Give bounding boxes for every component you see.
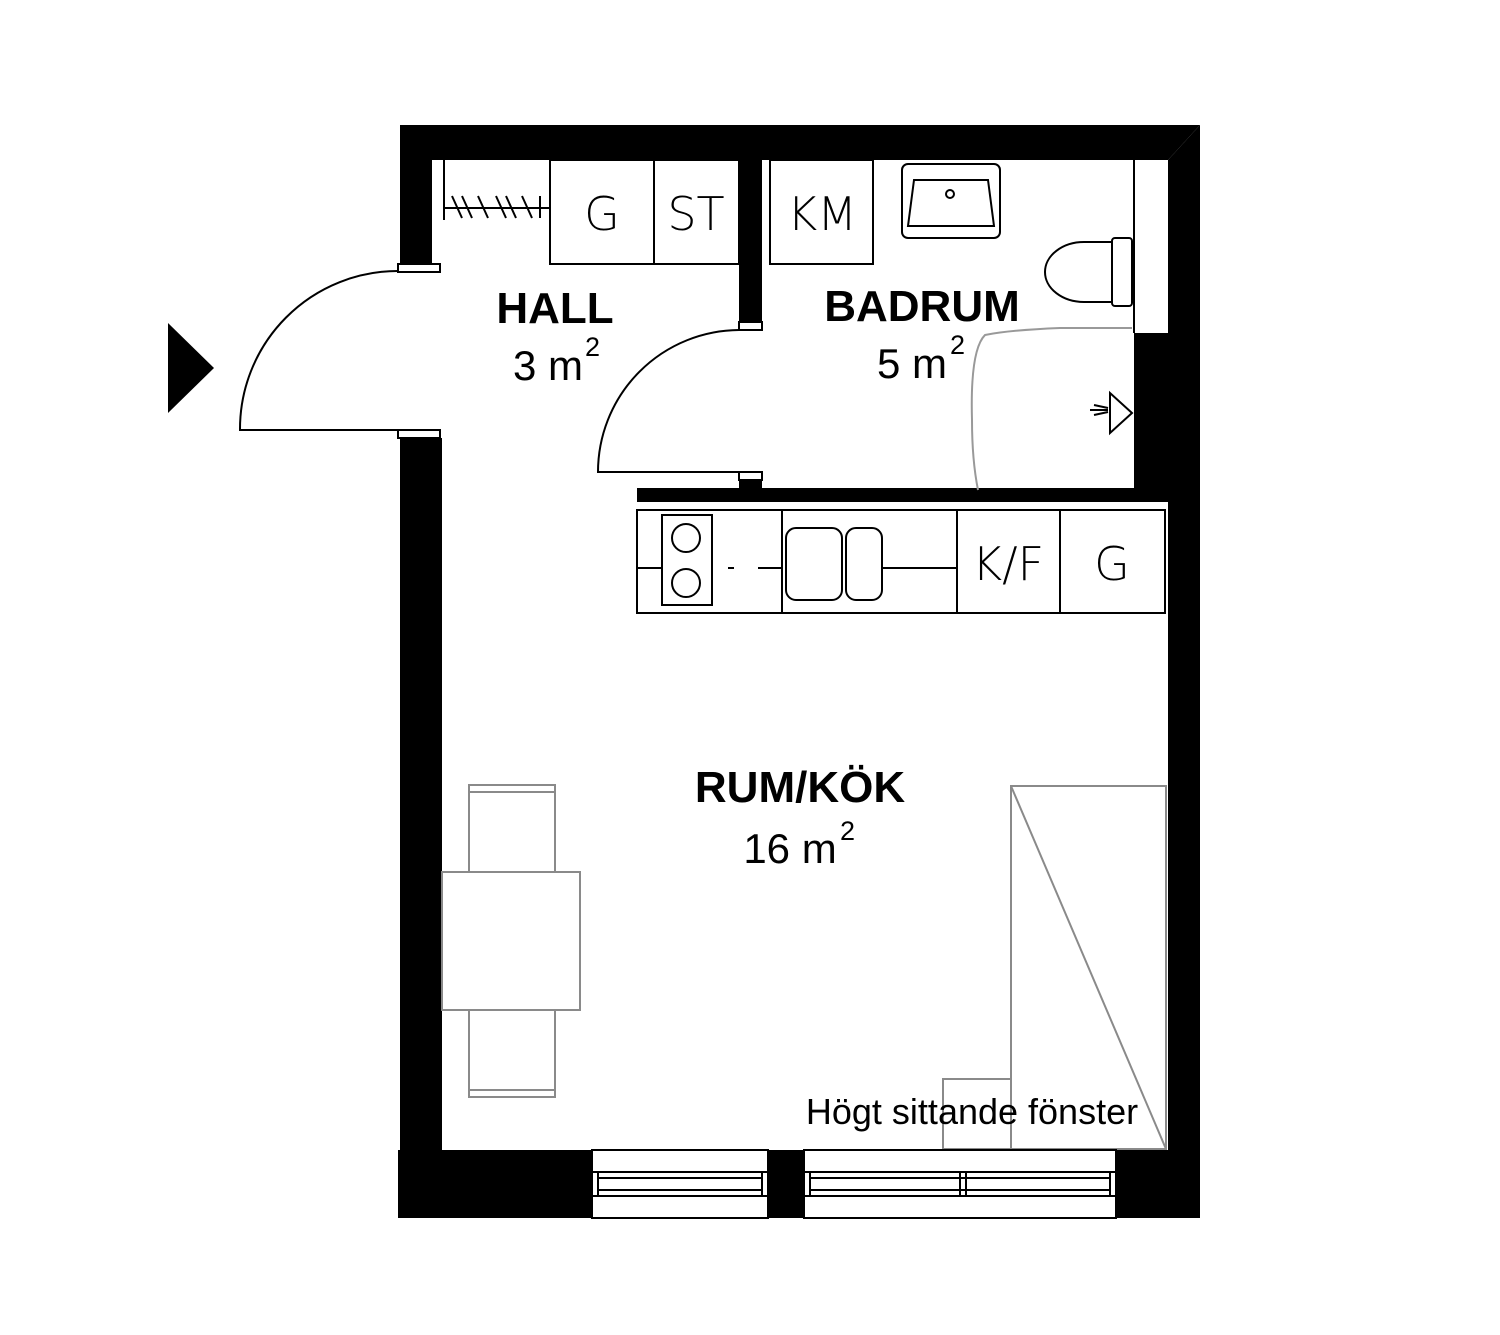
room-area-hall-sup: 2: [585, 332, 600, 362]
hall-wardrobes: [443, 159, 740, 265]
kitchen-label-g: G: [1094, 537, 1130, 591]
kitchen-sink-icon: [785, 527, 883, 601]
wall-bath-kitchen-stub: [739, 478, 762, 492]
window-right: [803, 1149, 1117, 1219]
wardrobe-label-g: G: [584, 187, 620, 241]
dining-set: [441, 784, 581, 1098]
chair-bottom: [468, 1009, 556, 1098]
room-area-badrum: 5 m: [877, 340, 947, 387]
wall-right: [1168, 125, 1200, 1165]
toilet-icon: [1044, 237, 1133, 307]
kitchen-label-kf: K/F: [972, 537, 1044, 591]
room-area-hall: 3 m: [513, 342, 583, 389]
room-name-badrum: BADRUM: [824, 282, 1020, 331]
room-name-rumkok: RUM/KÖK: [695, 763, 905, 812]
wall-bottom-right: [1116, 1150, 1200, 1218]
room-name-hall: HALL: [496, 284, 613, 333]
entrance-door-swing: [238, 270, 399, 431]
bath-cabinet-km: [769, 159, 874, 265]
shower-icon: [1090, 390, 1134, 436]
wall-bottom-mid: [768, 1150, 804, 1218]
bath-door-swing: [596, 329, 740, 473]
window-left: [591, 1149, 769, 1219]
shower-curtain: [970, 327, 1132, 491]
washbasin-icon: [901, 163, 1001, 239]
kitchen-counter: [636, 509, 1166, 614]
wall-bottom-left: [398, 1150, 592, 1218]
coat-rack-icon: [451, 195, 541, 219]
wall-left-lower: [400, 438, 442, 1150]
wall-bath-right: [1134, 333, 1168, 493]
wardrobe-label-st: ST: [667, 187, 724, 241]
door-jambs: [397, 263, 763, 481]
room-area-rumkok-sup: 2: [840, 816, 855, 846]
chair-top: [468, 784, 556, 873]
room-area-badrum-sup: 2: [950, 330, 965, 360]
wall-left-upper: [400, 125, 432, 265]
entrance-arrow-icon: [168, 323, 214, 413]
wall-top: [400, 125, 1200, 160]
window-note: Högt sittande fönster: [806, 1091, 1138, 1132]
walls: [398, 125, 1200, 1218]
wall-hall-bath: [739, 160, 762, 325]
dining-table: [441, 871, 581, 1011]
room-area-rumkok: 16 m: [743, 825, 836, 872]
bath-cabinet-label-km: KM: [787, 187, 857, 241]
stove-icon: [661, 514, 713, 606]
wall-bath-kitchen: [637, 488, 1168, 502]
